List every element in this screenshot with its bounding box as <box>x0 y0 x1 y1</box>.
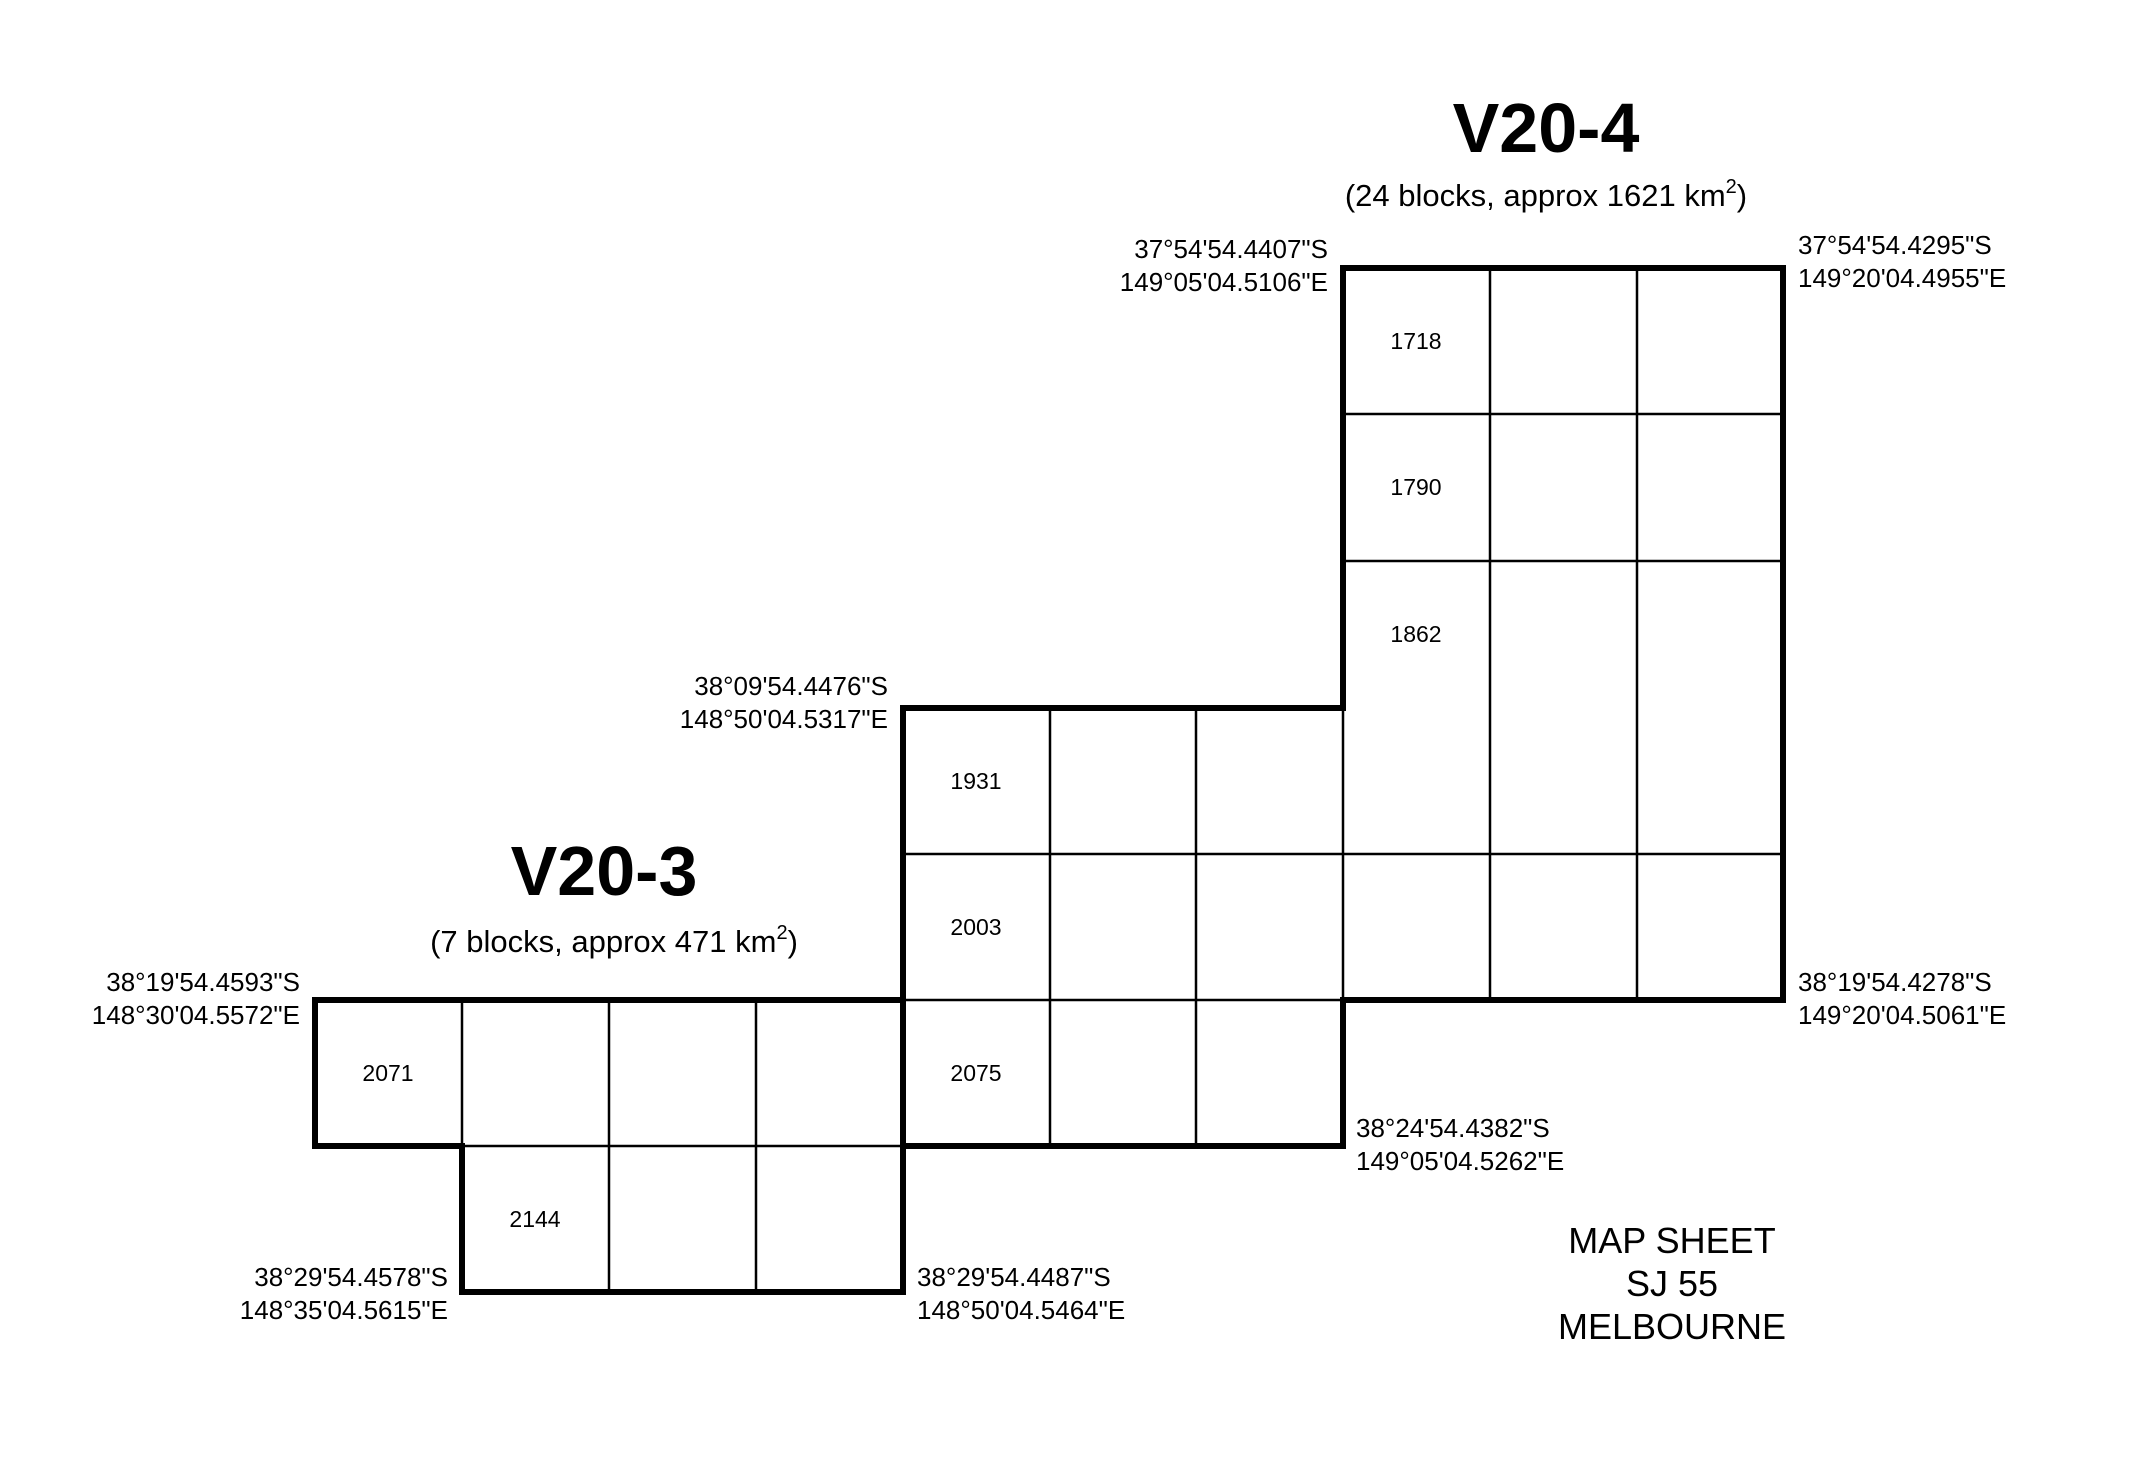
corner-nw-step: 38°09'54.4476"S 148°50'04.5317"E <box>680 671 888 734</box>
block-number: 2071 <box>362 1060 413 1086</box>
v20-3-title: V20-3 <box>511 832 698 910</box>
corner-lat: 38°09'54.4476"S <box>694 671 888 701</box>
corner-lat: 38°29'54.4487"S <box>917 1262 1111 1292</box>
block-number: 1790 <box>1390 474 1441 500</box>
corner-lat: 38°19'54.4593"S <box>106 967 300 997</box>
block-number: 1862 <box>1390 621 1441 647</box>
v20-4-title: V20-4 <box>1453 89 1640 167</box>
corner-lon: 149°20'04.4955"E <box>1798 263 2006 293</box>
block-number: 2144 <box>509 1206 560 1232</box>
block-number: 1931 <box>950 768 1001 794</box>
v20-3-subtitle: (7 blocks, approx 471 km2) <box>430 922 798 959</box>
corner-lon: 148°35'04.5615"E <box>240 1295 448 1325</box>
map-sheet-label: MAP SHEET SJ 55 MELBOURNE <box>1558 1220 1786 1347</box>
corner-lon: 149°05'04.5262"E <box>1356 1146 1564 1176</box>
corner-lat: 38°29'54.4578"S <box>254 1262 448 1292</box>
v20-3-boundary <box>312 997 906 1295</box>
block-number: 1718 <box>1390 328 1441 354</box>
corner-se-v20-4: 38°19'54.4278"S 149°20'04.5061"E <box>1798 967 2006 1030</box>
map-sheet-line3: MELBOURNE <box>1558 1306 1786 1347</box>
block-number: 2003 <box>950 914 1001 940</box>
corner-lon: 148°50'04.5317"E <box>680 704 888 734</box>
v20-4-boundary <box>900 265 1786 1149</box>
map-sheet-line1: MAP SHEET <box>1568 1220 1775 1261</box>
corner-lon: 149°05'04.5106"E <box>1120 267 1328 297</box>
corner-lat: 37°54'54.4295"S <box>1798 230 1992 260</box>
v20-4-grid <box>903 268 1783 1146</box>
v20-3-grid <box>460 1000 903 1292</box>
corner-lon: 148°30'04.5572"E <box>92 1000 300 1030</box>
corner-lon: 148°50'04.5464"E <box>917 1295 1125 1325</box>
corner-lat: 37°54'54.4407"S <box>1134 234 1328 264</box>
corner-lon: 149°20'04.5061"E <box>1798 1000 2006 1030</box>
corner-lat: 38°24'54.4382"S <box>1356 1113 1550 1143</box>
corner-nw-v20-3: 38°19'54.4593"S 148°30'04.5572"E <box>92 967 300 1030</box>
v20-4-subtitle: (24 blocks, approx 1621 km2) <box>1345 176 1747 213</box>
corner-ne-v20-4: 37°54'54.4295"S 149°20'04.4955"E <box>1798 230 2006 293</box>
block-number: 2075 <box>950 1060 1001 1086</box>
corner-sw-v20-3: 38°29'54.4578"S 148°35'04.5615"E <box>240 1262 448 1325</box>
corner-se-v20-3: 38°29'54.4487"S 148°50'04.5464"E <box>917 1262 1125 1325</box>
corner-nw-v20-4: 37°54'54.4407"S 149°05'04.5106"E <box>1120 234 1328 297</box>
corner-se-step: 38°24'54.4382"S 149°05'04.5262"E <box>1356 1113 1564 1176</box>
corner-lat: 38°19'54.4278"S <box>1798 967 1992 997</box>
map-sheet-line2: SJ 55 <box>1626 1263 1718 1304</box>
